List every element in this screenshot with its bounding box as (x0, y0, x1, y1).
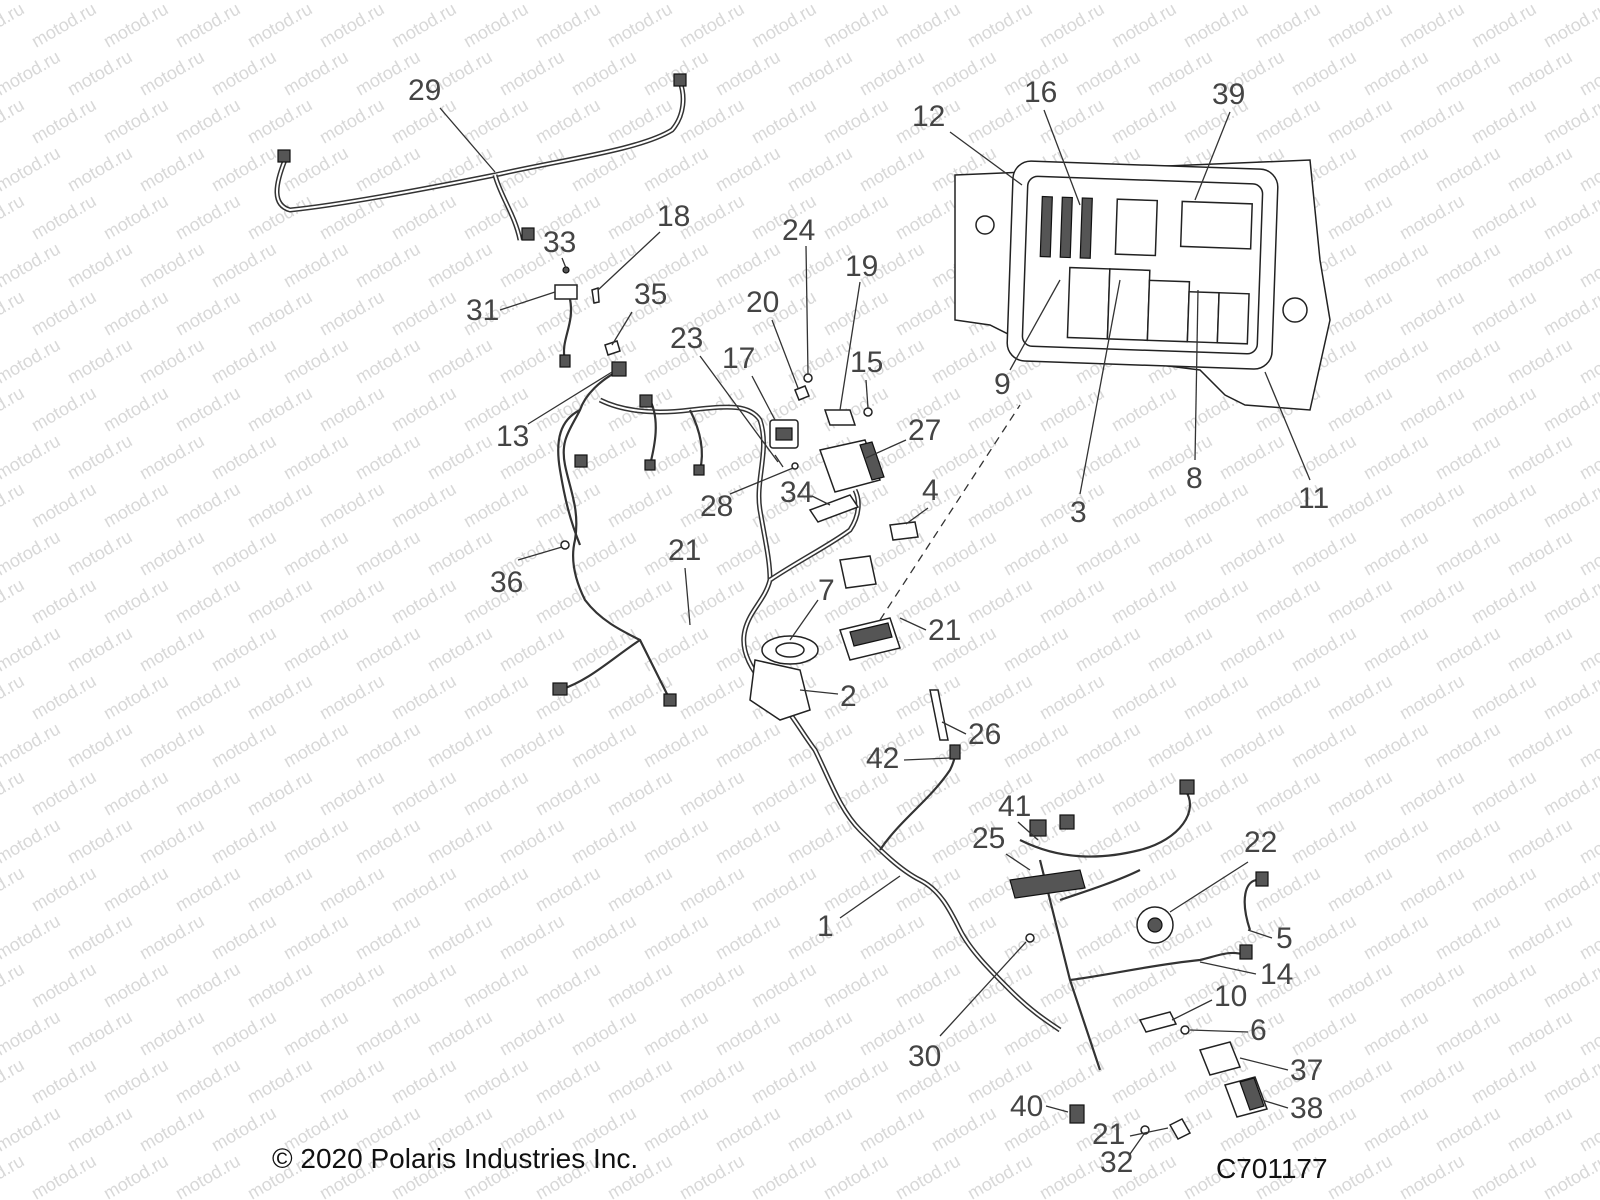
part-26-strap (929, 689, 949, 741)
part-19-bracket (823, 409, 857, 426)
part-15-screw (863, 407, 873, 417)
callout-label: 8 (1186, 462, 1203, 495)
part-28-fastener (791, 462, 799, 470)
callout-label: 41 (998, 790, 1031, 823)
callout-label: 32 (1100, 1146, 1133, 1179)
part-23-tie-strap (774, 454, 784, 468)
part-2-bracket (749, 659, 811, 721)
callout-label: 36 (490, 566, 523, 599)
part-29-rear-harness (274, 73, 687, 241)
callout-label: 9 (994, 368, 1011, 401)
callout-label: 27 (908, 414, 941, 447)
callout-label: 7 (818, 574, 835, 607)
part-41-connector-block (1009, 869, 1086, 899)
part-34-mount-plate (808, 494, 860, 523)
part-13-front-harness-branch (552, 361, 705, 707)
diagram-code: C701177 (1216, 1153, 1328, 1184)
part-17-relay (769, 419, 799, 449)
part-10-plate (1138, 1011, 1178, 1033)
part-31-connector-bracket (554, 284, 578, 368)
part-36-fastener (560, 540, 570, 550)
part-21-clip-lower (1168, 1118, 1192, 1140)
callout-label: 22 (1244, 826, 1277, 859)
callout-label: 25 (972, 822, 1005, 855)
callout-label: 37 (1290, 1054, 1323, 1087)
part-37-bracket (1198, 1041, 1242, 1076)
callout-layer: 29 33 18 31 35 24 19 20 23 17 15 13 27 2… (408, 74, 1329, 1179)
callout-label: 13 (496, 420, 529, 453)
callout-label: 17 (722, 342, 755, 375)
callout-label: 21 (1092, 1118, 1125, 1151)
callout-label: 28 (700, 490, 733, 523)
part-18-screw (591, 286, 600, 304)
callout-label: 24 (782, 214, 815, 247)
callout-label: 18 (657, 200, 690, 233)
part-6-fastener (1180, 1025, 1190, 1035)
callout-label: 40 (1010, 1090, 1043, 1123)
callout-label: 31 (466, 294, 499, 327)
callout-label: 10 (1214, 980, 1247, 1013)
callout-label: 4 (922, 474, 939, 507)
part-40-connector (1069, 1104, 1085, 1124)
part-30-fastener (1025, 933, 1035, 943)
callout-label: 23 (670, 322, 703, 355)
callout-label: 12 (912, 100, 945, 133)
callout-label: 19 (845, 250, 878, 283)
part-22-grommet (1136, 906, 1174, 944)
callout-label: 30 (908, 1040, 941, 1073)
callout-label: 34 (780, 476, 813, 509)
part-7-grommet (761, 635, 819, 665)
callout-label: 29 (408, 74, 441, 107)
part-5-harness-lead (1243, 871, 1269, 931)
callout-label: 38 (1290, 1092, 1323, 1125)
callout-label: 2 (840, 680, 857, 713)
callout-label: 1 (817, 910, 834, 943)
callout-label: 14 (1260, 958, 1293, 991)
part-38-module (1224, 1076, 1268, 1118)
callout-label: 3 (1070, 496, 1087, 529)
callout-label: 20 (746, 286, 779, 319)
callout-label: 39 (1212, 78, 1245, 111)
fuse-box-detail (954, 159, 1331, 411)
callout-label: 16 (1024, 76, 1057, 109)
copyright-notice: © 2020 Polaris Industries Inc. (272, 1143, 638, 1174)
part-20-clip (794, 385, 810, 401)
part-24-nut (803, 373, 813, 383)
fuse-box-dashed-link (879, 404, 1021, 621)
callout-label: 21 (668, 534, 701, 567)
part-42-harness-branch (879, 744, 961, 851)
part-27-control-module (819, 439, 885, 493)
callout-label: 15 (850, 346, 883, 379)
fuse-block-assembly (839, 555, 901, 661)
callout-label: 6 (1250, 1014, 1267, 1047)
callout-label: 11 (1298, 482, 1329, 515)
callout-label: 35 (634, 278, 667, 311)
callout-label: 26 (968, 718, 1001, 751)
callout-label: 42 (866, 742, 899, 775)
callout-label: 21 (928, 614, 961, 647)
callout-label: 33 (543, 226, 576, 259)
part-4-label (889, 521, 919, 541)
callout-label: 5 (1276, 922, 1293, 955)
